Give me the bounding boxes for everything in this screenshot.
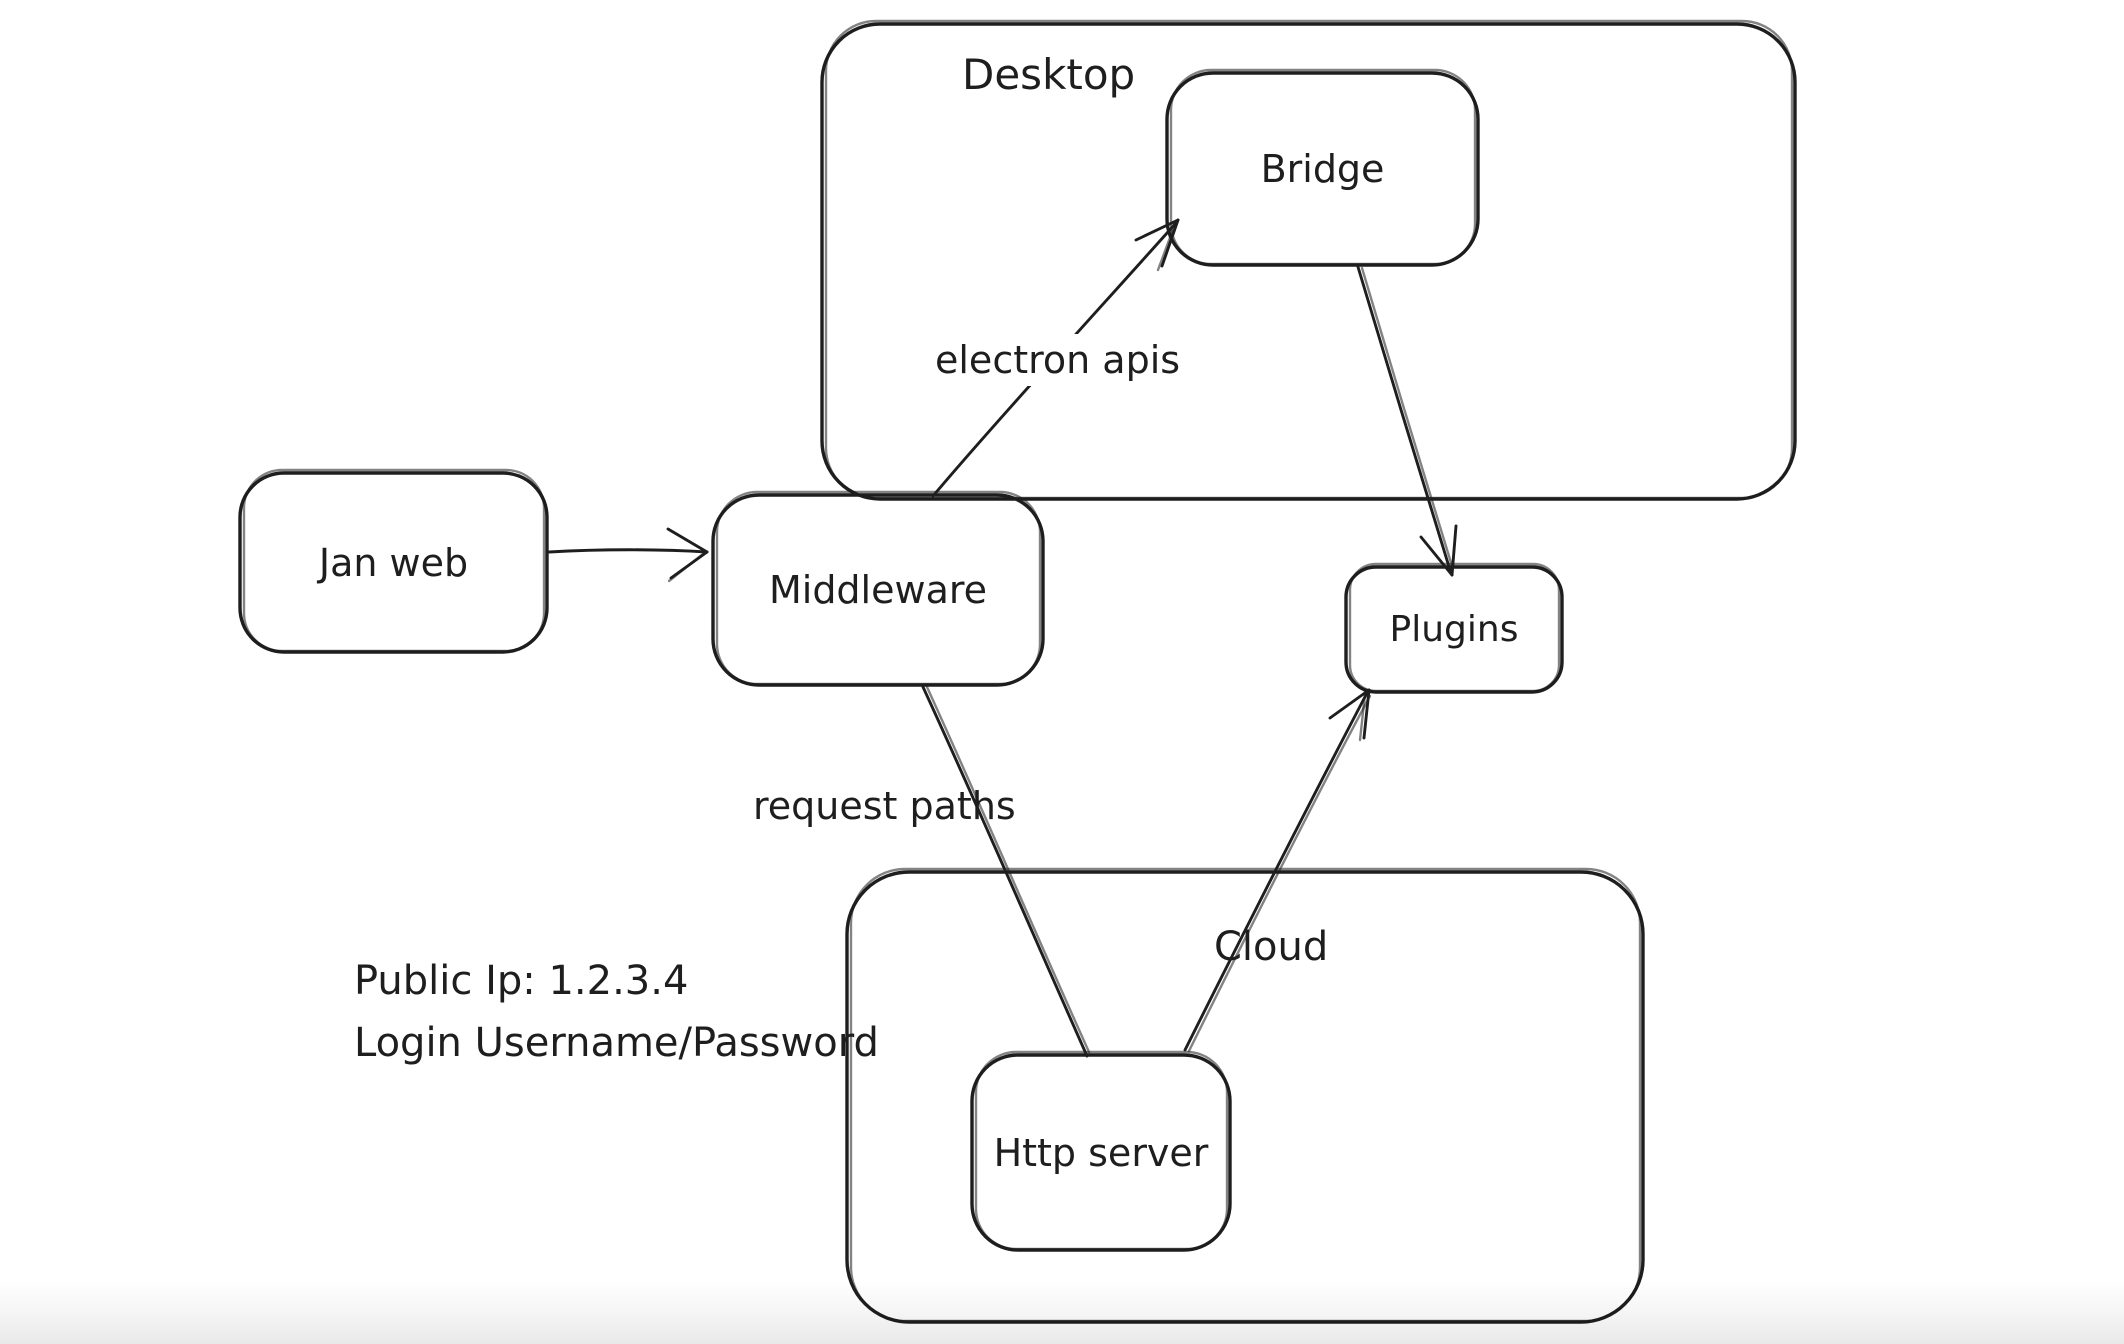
edge-label-request-paths[interactable]: request paths	[753, 784, 1016, 828]
desktop-container-label[interactable]: Desktop	[962, 50, 1136, 99]
annotation-login-credentials[interactable]: Login Username/Password	[354, 1020, 879, 1066]
cloud-container-label[interactable]: Cloud	[1214, 924, 1329, 970]
annotation-public-ip[interactable]: Public Ip: 1.2.3.4	[354, 958, 689, 1004]
